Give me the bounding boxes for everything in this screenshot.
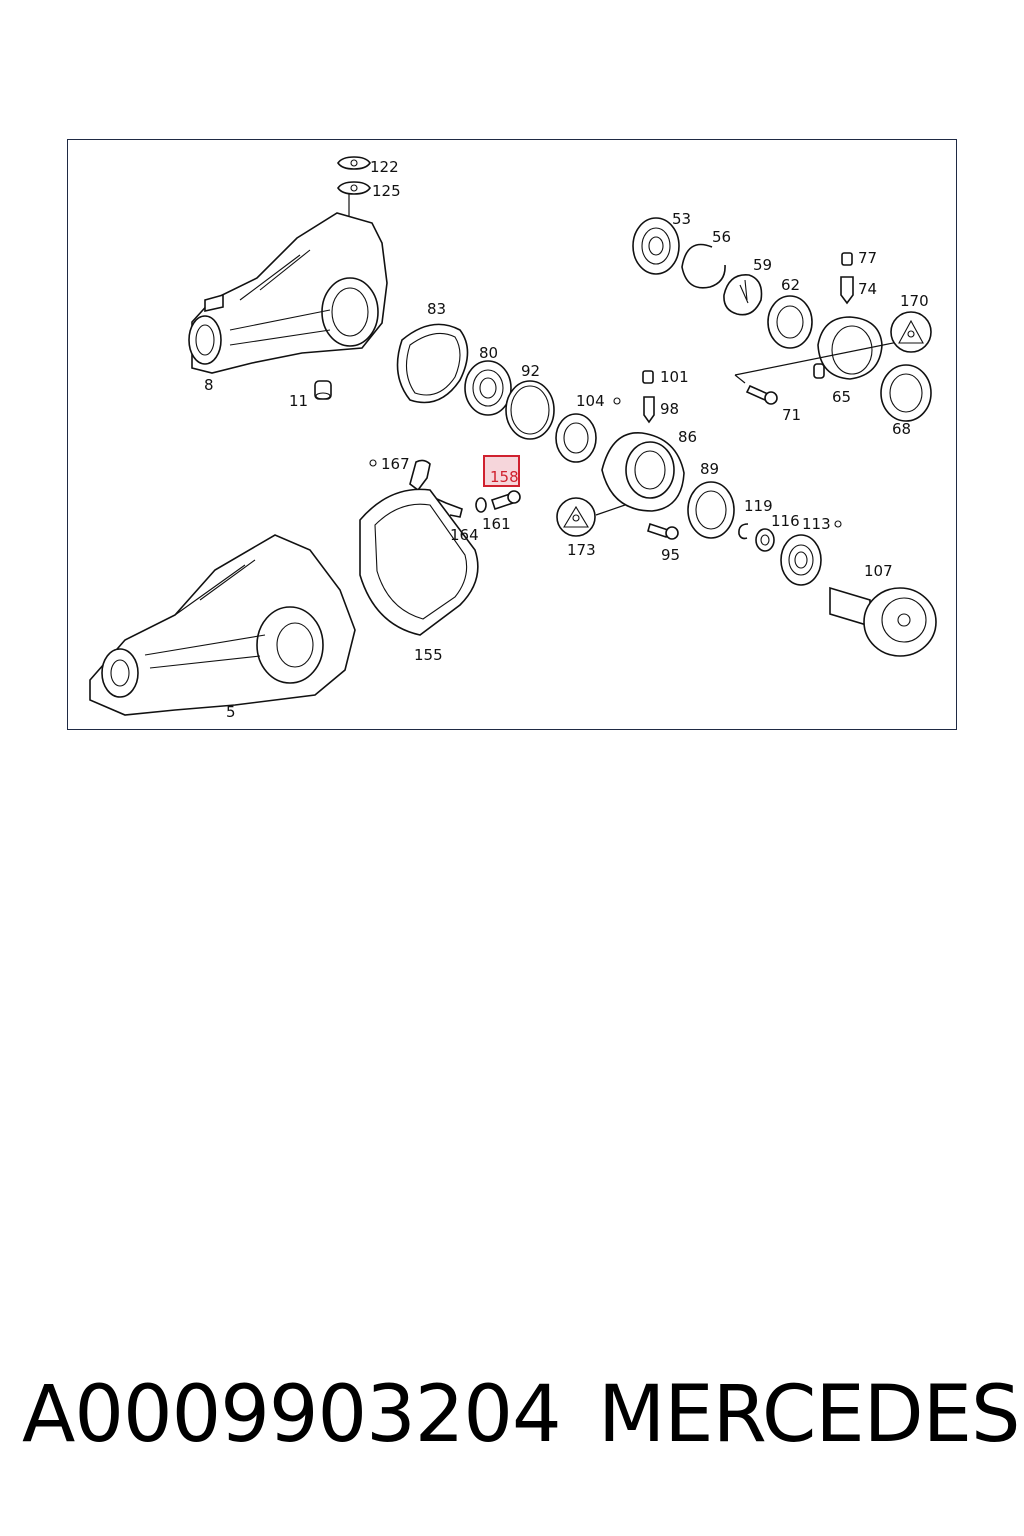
brand-name: MERCEDES bbox=[598, 1370, 1020, 1460]
label-116: 116 bbox=[771, 512, 800, 530]
label-158: 158 bbox=[490, 468, 519, 486]
part-71-bolt[interactable] bbox=[745, 384, 778, 405]
part-107-pinion[interactable] bbox=[829, 586, 937, 657]
part-11[interactable] bbox=[314, 380, 332, 400]
label-53: 53 bbox=[672, 210, 691, 228]
label-122: 122 bbox=[370, 158, 399, 176]
part-59[interactable] bbox=[723, 274, 763, 316]
label-113: 113 bbox=[802, 515, 831, 533]
label-5: 5 bbox=[226, 703, 236, 721]
label-161: 161 bbox=[482, 515, 511, 533]
label-11: 11 bbox=[289, 392, 308, 410]
label-68: 68 bbox=[892, 420, 911, 438]
part-113-bearing[interactable] bbox=[780, 534, 822, 586]
marker-icon bbox=[369, 397, 842, 528]
part-89-seal[interactable] bbox=[687, 481, 735, 539]
part-74[interactable] bbox=[840, 276, 854, 305]
part-5-housing[interactable] bbox=[89, 534, 356, 716]
label-59: 59 bbox=[753, 256, 772, 274]
label-86: 86 bbox=[678, 428, 697, 446]
part-158-highlight[interactable]: 158 bbox=[483, 455, 520, 487]
part-86-cover[interactable] bbox=[601, 432, 685, 512]
label-71: 71 bbox=[782, 406, 801, 424]
part-173-flange[interactable] bbox=[556, 497, 596, 537]
part-155-cover[interactable] bbox=[359, 488, 479, 636]
label-89: 89 bbox=[700, 460, 719, 478]
part-68-seal[interactable] bbox=[880, 364, 932, 422]
label-119: 119 bbox=[744, 497, 773, 515]
exploded-parts-diagram: 158 bbox=[89, 156, 937, 721]
label-62: 62 bbox=[781, 276, 800, 294]
footer: A0009903204 MERCEDES bbox=[0, 1370, 1024, 1470]
part-119-circlip[interactable] bbox=[738, 523, 749, 540]
label-125: 125 bbox=[372, 182, 401, 200]
part-98[interactable] bbox=[643, 396, 655, 424]
part-161[interactable] bbox=[475, 490, 521, 513]
part-95-bolt[interactable] bbox=[647, 522, 679, 540]
part-83-gasket[interactable] bbox=[396, 323, 469, 404]
label-101: 101 bbox=[660, 368, 689, 386]
part-number: A0009903204 bbox=[22, 1370, 562, 1460]
part-65[interactable] bbox=[813, 316, 883, 380]
part-62-seal[interactable] bbox=[767, 295, 813, 349]
label-167: 167 bbox=[381, 455, 410, 473]
part-104-seal[interactable] bbox=[555, 413, 597, 463]
label-173: 173 bbox=[567, 541, 596, 559]
label-8: 8 bbox=[204, 376, 214, 394]
label-56: 56 bbox=[712, 228, 731, 246]
label-164: 164 bbox=[450, 526, 479, 544]
part-80-bearing[interactable] bbox=[464, 360, 512, 416]
label-170: 170 bbox=[900, 292, 929, 310]
part-122[interactable] bbox=[337, 156, 371, 170]
label-77: 77 bbox=[858, 249, 877, 267]
part-116-washer[interactable] bbox=[755, 528, 775, 552]
part-77[interactable] bbox=[841, 252, 853, 266]
label-95: 95 bbox=[661, 546, 680, 564]
part-56-circlip[interactable] bbox=[681, 243, 726, 289]
part-92-ring[interactable] bbox=[505, 380, 555, 440]
part-53-bearing[interactable] bbox=[632, 217, 680, 275]
label-65: 65 bbox=[832, 388, 851, 406]
label-107: 107 bbox=[864, 562, 893, 580]
label-92: 92 bbox=[521, 362, 540, 380]
label-74: 74 bbox=[858, 280, 877, 298]
label-98: 98 bbox=[660, 400, 679, 418]
label-155: 155 bbox=[414, 646, 443, 664]
part-8-housing[interactable] bbox=[188, 212, 388, 374]
label-104: 104 bbox=[576, 392, 605, 410]
part-170-flange[interactable] bbox=[890, 311, 932, 353]
part-125[interactable] bbox=[337, 181, 371, 195]
label-80: 80 bbox=[479, 344, 498, 362]
part-101[interactable] bbox=[642, 370, 654, 384]
part-167[interactable] bbox=[409, 459, 431, 492]
label-83: 83 bbox=[427, 300, 446, 318]
